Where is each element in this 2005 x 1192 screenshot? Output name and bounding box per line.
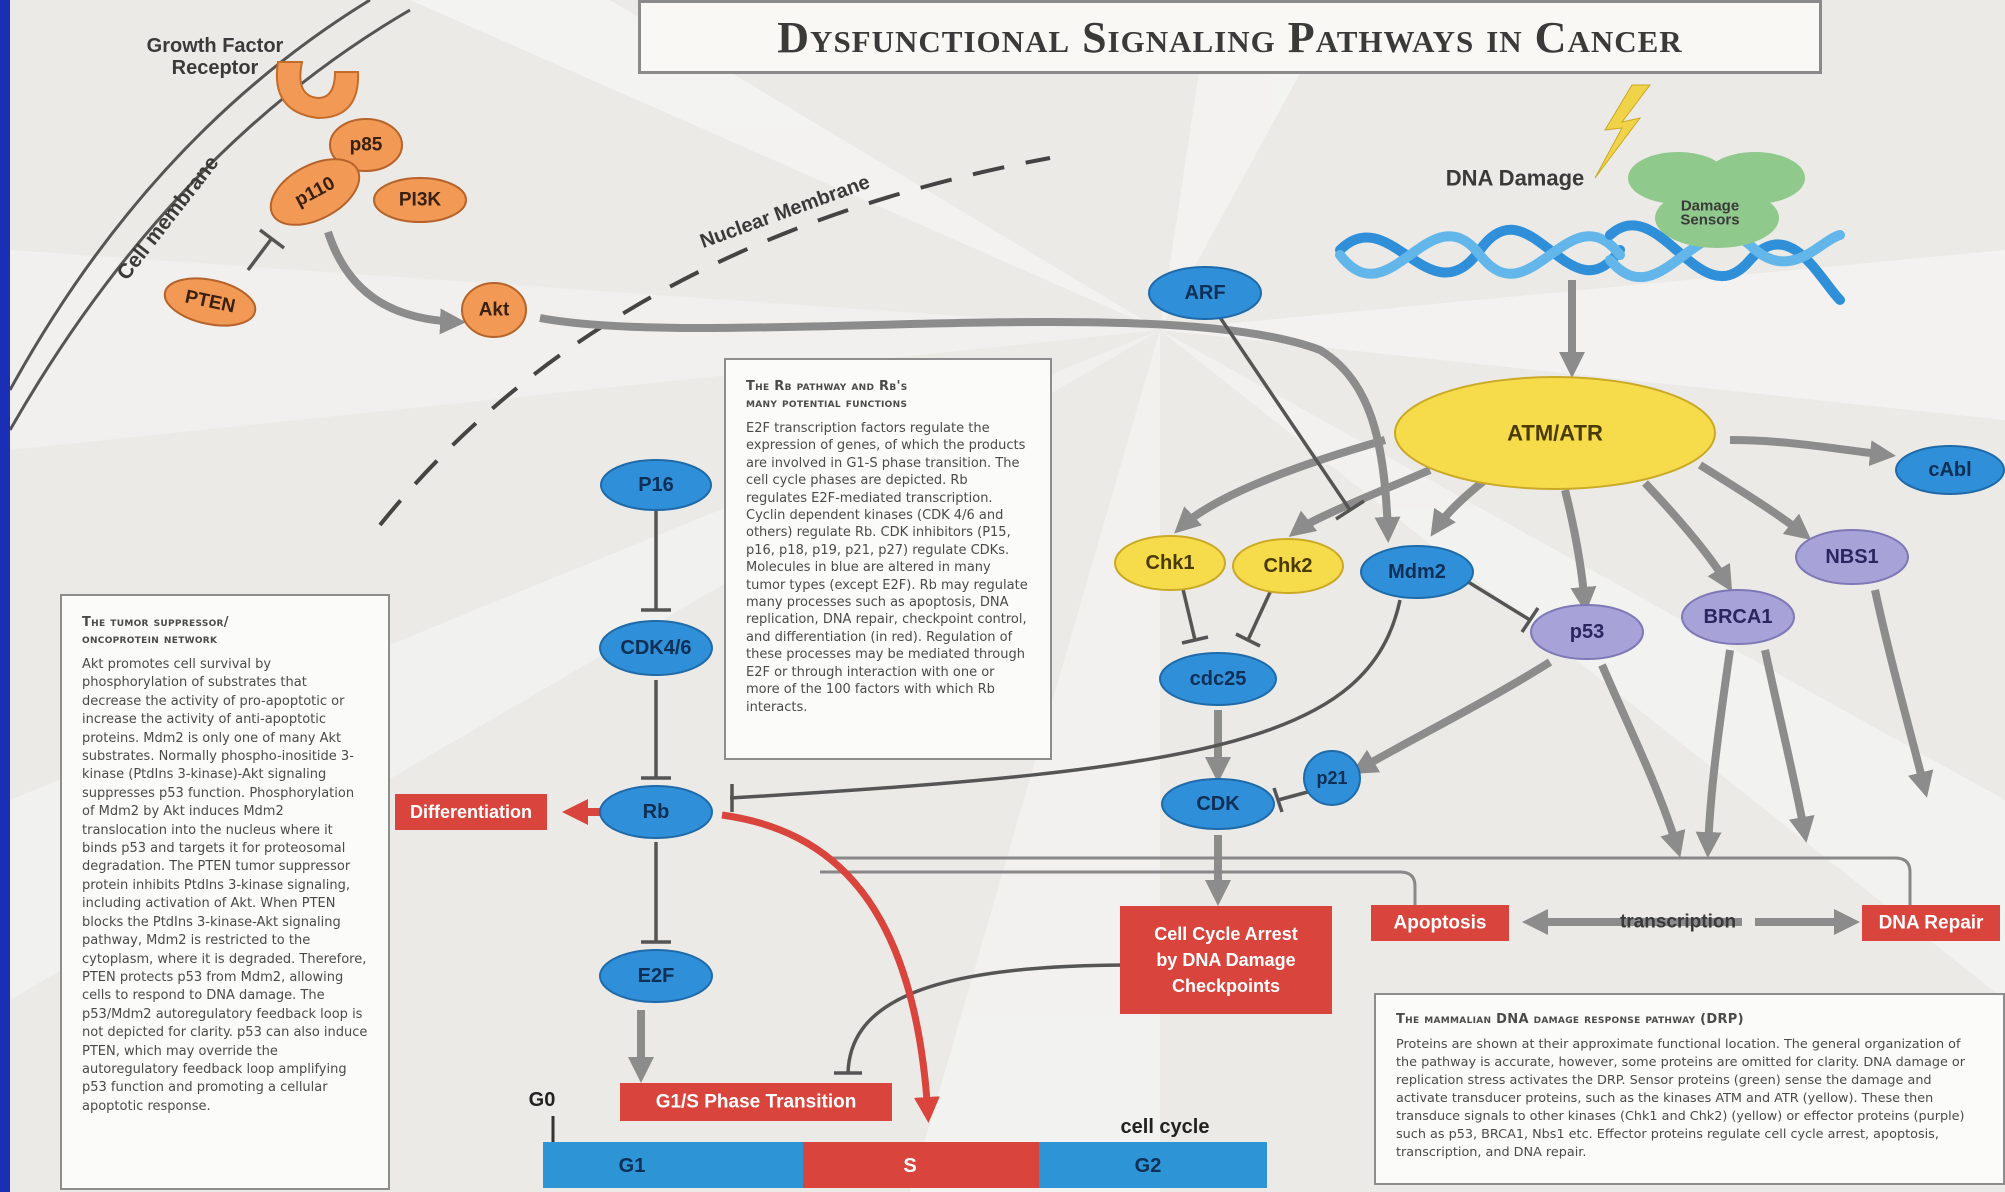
tumor-suppressor-title: The tumor suppressor/ oncoprotein networ…: [82, 615, 229, 647]
dna-helix-icon: [1335, 220, 1845, 305]
text-arrest-1: Cell Cycle Arrest: [1154, 924, 1297, 944]
text-g1s: G1/S Phase Transition: [656, 1092, 857, 1113]
arrest-box: [1120, 906, 1332, 1014]
node-chk2: [1232, 538, 1344, 594]
text-cdc25: cdc25: [1190, 668, 1247, 690]
text-p85: p85: [350, 135, 383, 156]
title-text: Dysfunctional Signaling Pathways in Canc…: [777, 12, 1683, 62]
node-p21: [1303, 750, 1361, 806]
text-chk1: Chk1: [1146, 552, 1195, 574]
text-arrest-2: by DNA Damage: [1156, 950, 1295, 970]
text-dna-repair: DNA Repair: [1879, 913, 1984, 934]
text-cell-cycle: cell cycle: [1121, 1116, 1210, 1138]
rb-pathway-body: E2F transcription factors regulate the e…: [746, 421, 1028, 715]
receptor-icon: [275, 61, 360, 120]
page-title: Dysfunctional Signaling Pathways in Canc…: [638, 0, 1822, 74]
phase-g2: [1039, 1142, 1267, 1188]
text-phase-s: S: [903, 1155, 916, 1177]
text-arf: ARF: [1184, 282, 1225, 304]
node-cdc25: [1159, 652, 1277, 706]
node-p53: [1530, 604, 1644, 660]
node-akt: [461, 282, 527, 338]
text-e2f: E2F: [638, 965, 675, 987]
text-p16: P16: [638, 474, 674, 496]
phase-s: [803, 1142, 1039, 1188]
outcome-boxes: [395, 794, 2000, 1121]
node-chk1: [1114, 535, 1226, 591]
text-apoptosis: Apoptosis: [1394, 913, 1487, 934]
apoptosis-box: [1371, 905, 1509, 941]
text-akt: Akt: [479, 300, 510, 321]
label-receptor-2: Receptor: [172, 57, 259, 79]
phase-g1: [543, 1142, 803, 1188]
node-arf: [1148, 266, 1262, 320]
node-brca1: [1681, 589, 1795, 645]
node-cdk46: [599, 620, 713, 676]
connectors: [324, 230, 1934, 1083]
text-cdk: CDK: [1196, 793, 1240, 815]
text-nbs1: NBS1: [1825, 546, 1878, 568]
node-p85: [329, 118, 403, 172]
drp-body: Proteins are shown at their approximate …: [1396, 1037, 1966, 1160]
node-e2f: [599, 949, 713, 1003]
text-atm-atr: ATM/ATR: [1507, 421, 1603, 446]
drp-title: The mammalian DNA damage response pathwa…: [1396, 1012, 1744, 1027]
text-p53: p53: [1570, 621, 1604, 643]
rb-s-phase-arrow: [721, 811, 940, 1123]
text-transcription: transcription: [1620, 912, 1736, 933]
rb-pathway-title: The Rb pathway and Rb's many potential f…: [746, 379, 908, 411]
node-rb: [599, 785, 713, 839]
diagram-canvas: Growth Factor Receptor Cell membrane Nuc…: [10, 0, 2005, 1192]
text-arrest-3: Checkpoints: [1172, 976, 1280, 996]
text-rb: Rb: [643, 801, 670, 823]
rb-pathway-box: The Rb pathway and Rb's many potential f…: [724, 358, 1052, 760]
node-cabl: [1895, 445, 2005, 495]
text-phase-g1: G1: [619, 1155, 646, 1177]
tumor-suppressor-box: The tumor suppressor/ oncoprotein networ…: [60, 594, 390, 1190]
dna-repair-box: [1862, 905, 2000, 941]
nuclear-membrane: [378, 156, 1051, 527]
node-p16: [600, 459, 712, 511]
node-cdk: [1161, 778, 1275, 830]
node-atm-atr: [1394, 376, 1716, 490]
tumor-suppressor-body: Akt promotes cell survival by phosphoryl…: [82, 657, 368, 1114]
outcome-routing: [820, 856, 1912, 905]
label-damage-sensors-1: Damage: [1681, 198, 1739, 215]
text-g0: G0: [529, 1089, 556, 1111]
text-mdm2: Mdm2: [1388, 561, 1446, 583]
node-p110: [269, 158, 361, 226]
text-cabl: cAbl: [1928, 459, 1971, 481]
cell-membrane-outer: [10, 8, 411, 431]
damage-sensors: [1628, 152, 1805, 248]
node-pi3k: [373, 177, 467, 223]
text-pi3k: PI3K: [399, 190, 442, 211]
nodes: [163, 118, 2005, 1003]
text-cdk46: CDK4/6: [620, 637, 691, 659]
label-receptor-1: Growth Factor: [147, 35, 284, 57]
cell-cycle-bar: [543, 1142, 1267, 1188]
g1s-box: [620, 1083, 892, 1121]
text-chk2: Chk2: [1264, 555, 1313, 577]
cell-membrane-inner: [10, 0, 371, 391]
node-mdm2: [1360, 545, 1474, 599]
label-dna-damage: DNA Damage: [1446, 166, 1585, 191]
node-pten: [163, 277, 257, 327]
lightning-icon: [1594, 84, 1652, 179]
text-brca1: BRCA1: [1704, 606, 1773, 628]
label-damage-sensors-2: Sensors: [1680, 212, 1739, 229]
left-accent-bar: [0, 0, 10, 1192]
node-nbs1: [1795, 529, 1909, 585]
text-differentiation: Differentiation: [410, 802, 532, 822]
drp-box: The mammalian DNA damage response pathwa…: [1374, 993, 2005, 1185]
text-phase-g2: G2: [1135, 1155, 1162, 1177]
differentiation-box: [395, 794, 547, 830]
text-p21: p21: [1316, 768, 1347, 788]
